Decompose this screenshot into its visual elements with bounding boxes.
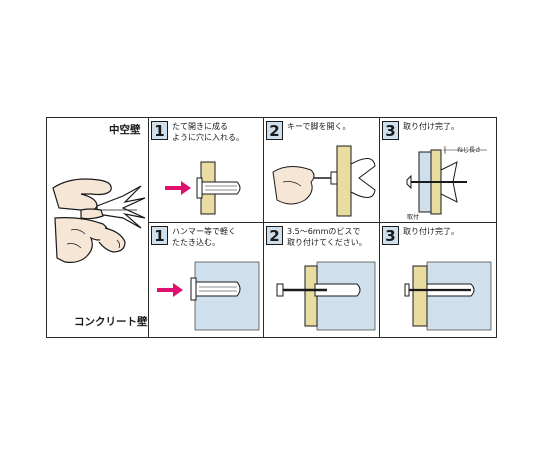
step-number: 3	[382, 226, 399, 245]
step-instruction: 3.5～6mmのビスで 取り付けてください。	[287, 227, 367, 247]
step-instruction: たて開きに成る ように穴に入れる。	[172, 122, 244, 142]
step-number: 3	[382, 121, 399, 140]
installed-hollow-anchor-illustration	[406, 146, 487, 215]
hammer-anchor-illustration	[157, 261, 260, 331]
screw-insert-illustration	[276, 261, 376, 331]
insert-anchor-illustration	[165, 161, 241, 215]
divider	[148, 118, 149, 337]
divider	[148, 222, 496, 223]
step-number: 2	[266, 121, 283, 140]
step-number: 2	[266, 226, 283, 245]
step-number: 1	[151, 121, 168, 140]
hand-holding-anchor-illustration	[52, 178, 146, 263]
screw-length-annotation: ねじ長さ	[457, 147, 482, 154]
installed-concrete-anchor-illustration	[404, 261, 492, 331]
step-instruction: 取り付け完了。	[403, 122, 459, 131]
divider	[263, 118, 264, 337]
step-instruction: キーで脚を開く。	[287, 122, 351, 131]
open-legs-illustration	[272, 145, 376, 217]
step-number: 1	[151, 226, 168, 245]
concrete-wall-label: コンクリート壁	[74, 316, 148, 328]
instruction-table: 中空壁 コンクリート壁 1 たて開きに成る ように穴に入れる。 2 キーで脚を開…	[46, 117, 497, 338]
hollow-wall-label: 中空壁	[109, 124, 141, 136]
divider	[379, 118, 380, 337]
step-instruction: 取り付け完了。	[403, 227, 459, 236]
step-instruction: ハンマー等で軽く たたき込む。	[172, 227, 236, 247]
attachment-annotation: 取付	[407, 214, 420, 221]
